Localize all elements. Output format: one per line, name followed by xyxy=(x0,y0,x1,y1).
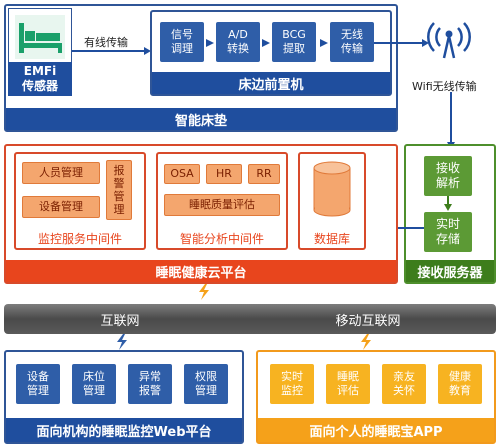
wired-arrow xyxy=(72,47,151,55)
web-bed-management: 床位 管理 xyxy=(72,364,116,404)
wifi-label: Wifi无线传输 xyxy=(412,80,477,93)
device-management: 设备管理 xyxy=(22,196,100,218)
module-ad-conversion: A/D 转换 xyxy=(216,22,260,62)
sensor-label: EMFi 传感器 xyxy=(8,62,72,96)
personnel-management: 人员管理 xyxy=(22,162,100,184)
database-title: 数据库 xyxy=(313,231,350,246)
module-receive-parse: 接收 解析 xyxy=(424,156,472,196)
wifi-down-arrow xyxy=(447,92,455,149)
web-device-management: 设备 管理 xyxy=(16,364,60,404)
lightning-icon xyxy=(361,334,371,350)
module-bcg-extraction: BCG 提取 xyxy=(272,22,316,62)
analysis-osa: OSA xyxy=(164,164,200,184)
web-platform-title: 面向机构的睡眠监控Web平台 xyxy=(6,418,242,442)
app-health-education: 健康 教育 xyxy=(438,364,482,404)
bedside-frontend-title: 床边前置机 xyxy=(152,72,390,94)
receive-server-title: 接收服务器 xyxy=(406,260,494,282)
app-sleep-assessment: 睡眠 评估 xyxy=(326,364,370,404)
module-wireless-transmission: 无线 传输 xyxy=(330,22,374,62)
module-realtime-storage: 实时 存储 xyxy=(424,212,472,252)
database-cylinder-icon xyxy=(312,160,352,218)
bed-icon xyxy=(15,15,65,59)
wifi-arrow xyxy=(374,39,429,47)
sleep-quality-assessment: 睡眠质量评估 xyxy=(164,194,280,216)
module-signal-conditioning: 信号 调理 xyxy=(160,22,204,62)
lightning-icon xyxy=(117,334,127,350)
wifi-tower-icon xyxy=(426,14,472,60)
cloud-platform-title: 睡眠健康云平台 xyxy=(6,260,396,282)
analysis-hr: HR xyxy=(206,164,242,184)
analysis-rr: RR xyxy=(248,164,280,184)
app-title: 面向个人的睡眠宝APP xyxy=(258,418,494,442)
network-bar xyxy=(4,304,496,334)
internet-label: 互联网 xyxy=(100,314,140,329)
alarm-management: 报 警 管 理 xyxy=(106,160,132,220)
app-family-care: 亲友 关怀 xyxy=(382,364,426,404)
web-abnormal-alarm: 异常 报警 xyxy=(128,364,172,404)
web-permission-management: 权限 管理 xyxy=(184,364,228,404)
monitor-middleware-title: 监控服务中间件 xyxy=(37,231,122,246)
analysis-middleware-title: 智能分析中间件 xyxy=(179,231,264,246)
app-realtime-monitoring: 实时 监控 xyxy=(270,364,314,404)
lightning-icon xyxy=(199,284,209,300)
mobile-internet-label: 移动互联网 xyxy=(335,314,401,329)
smart-mattress-title: 智能床垫 xyxy=(6,108,396,130)
module-arrows xyxy=(206,39,328,47)
receive-down-arrow xyxy=(444,196,452,211)
wired-transmission-label: 有线传输 xyxy=(84,36,128,49)
